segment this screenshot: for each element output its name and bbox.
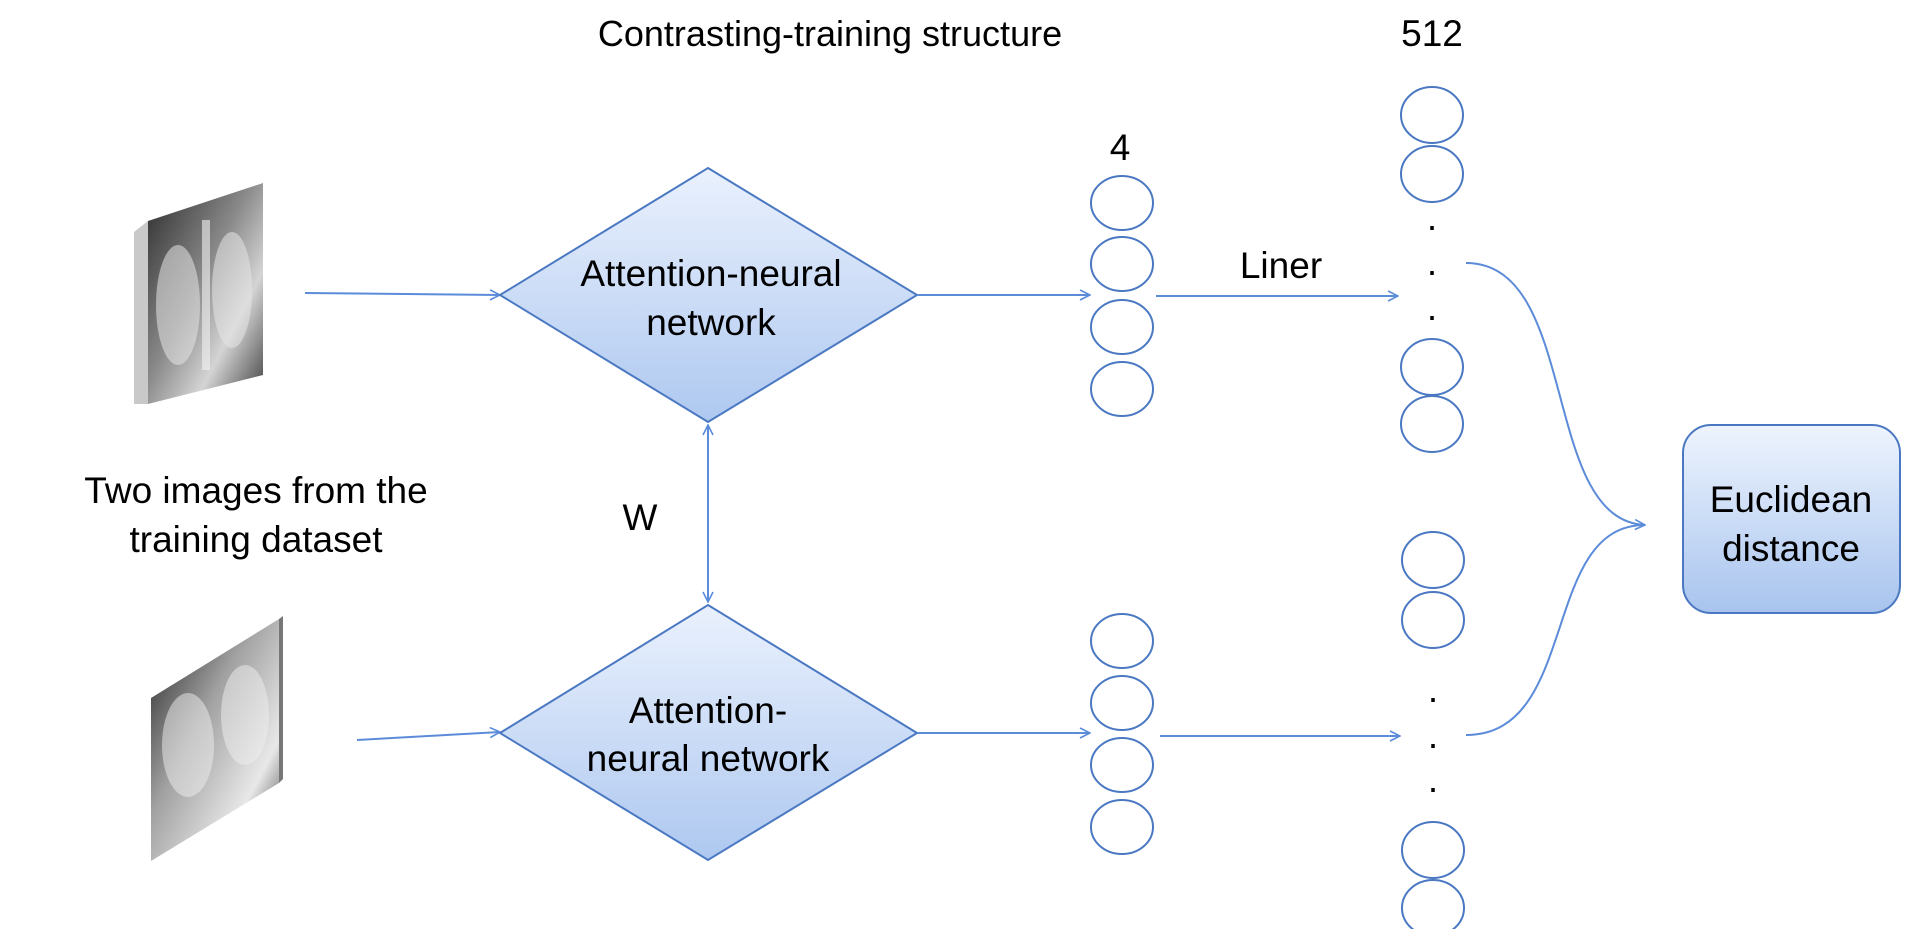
- ellipsis-dot: .: [1427, 287, 1437, 328]
- euclidean-distance-label-line2: distance: [1722, 528, 1860, 569]
- linear-layer-label: Liner: [1240, 245, 1322, 286]
- feature-unit: [1090, 613, 1154, 669]
- feature-unit: [1400, 338, 1464, 396]
- input-caption-line2: training dataset: [129, 519, 383, 560]
- top-attention-network-node: [498, 166, 919, 424]
- feature-unit: [1090, 236, 1154, 292]
- arrow-image-to-bottom-network: [356, 732, 500, 741]
- chest-xray-image: [151, 616, 283, 861]
- ellipsis-dot: .: [1427, 197, 1437, 238]
- ellipsis-dot: .: [1428, 715, 1438, 756]
- top-network-label-line2: network: [646, 302, 776, 343]
- euclidean-distance-box: [1682, 424, 1901, 614]
- euclidean-distance-label-line1: Euclidean: [1710, 479, 1873, 520]
- bottom-network-label-line1: Attention-: [629, 690, 787, 731]
- top-feature-vector-512: [1400, 86, 1464, 453]
- diagram-title: Contrasting-training structure: [598, 13, 1062, 54]
- top-feature-vector-4: [1090, 175, 1154, 417]
- bottom-network-label-line2: neural network: [587, 738, 830, 779]
- chest-xray-image: [134, 183, 263, 404]
- shared-weights-label: W: [623, 497, 658, 538]
- bottom-feature-vector-4: [1090, 613, 1154, 855]
- feature-unit: [1400, 86, 1464, 144]
- curve-top-embedding-to-distance: [1465, 262, 1645, 525]
- feature-unit: [1401, 531, 1465, 589]
- feature-unit: [1090, 175, 1154, 231]
- feature-size-small-label: 4: [1110, 127, 1131, 168]
- feature-unit: [1401, 879, 1465, 929]
- bottom-attention-network-node: [498, 603, 919, 862]
- curve-bottom-embedding-to-distance: [1465, 524, 1646, 736]
- input-caption-line1: Two images from the: [84, 470, 427, 511]
- arrow-image-to-top-network: [304, 293, 500, 295]
- ellipsis-dot: .: [1428, 759, 1438, 800]
- feature-unit: [1090, 737, 1154, 793]
- bottom-feature-vector-512: [1401, 531, 1465, 929]
- top-network-label-line1: Attention-neural: [580, 253, 841, 294]
- feature-unit: [1401, 591, 1465, 649]
- feature-unit: [1400, 395, 1464, 453]
- feature-unit: [1090, 361, 1154, 417]
- ellipsis-dot: .: [1427, 242, 1437, 283]
- ellipsis-dot: .: [1428, 669, 1438, 710]
- feature-unit: [1401, 821, 1465, 879]
- feature-unit: [1090, 299, 1154, 355]
- feature-unit: [1090, 799, 1154, 855]
- feature-unit: [1090, 675, 1154, 731]
- feature-unit: [1400, 145, 1464, 203]
- feature-size-large-label: 512: [1401, 13, 1463, 54]
